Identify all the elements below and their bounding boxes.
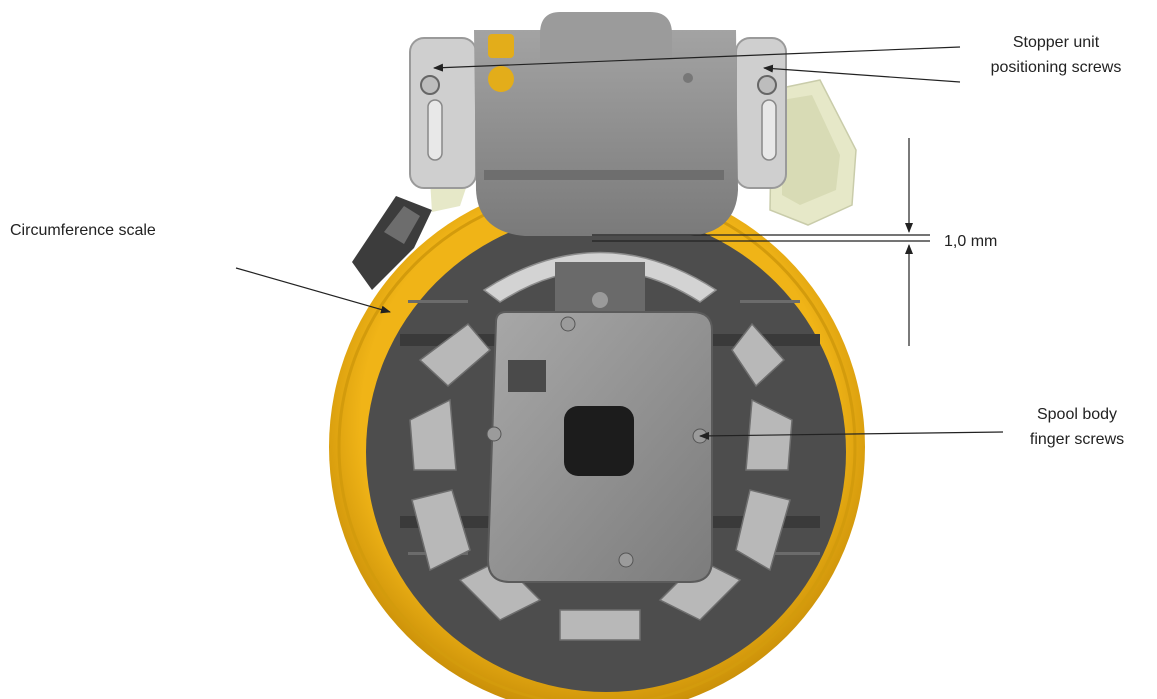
stopper-right-leader xyxy=(763,64,961,83)
stopper-label-line2: positioning screws xyxy=(990,59,1122,76)
stopper-label-line1: Stopper unit xyxy=(1012,34,1100,51)
stopper-unit-label: Stopper unit positioning screws xyxy=(968,30,1144,80)
spool-body-label: Spool body finger screws xyxy=(1012,402,1142,452)
spool-body xyxy=(486,311,713,583)
side-bracket xyxy=(769,79,857,226)
spool-leader xyxy=(699,431,1004,440)
spool-label-line1: Spool body xyxy=(1036,406,1118,423)
spool-label-line2: finger screws xyxy=(1029,431,1125,448)
annotation-lines xyxy=(235,46,1004,440)
spool-fingers xyxy=(409,322,793,641)
circumference-leader xyxy=(235,267,391,314)
gap-measurement-label: 1,0 mm xyxy=(944,233,998,250)
stopper-left-leader xyxy=(433,46,961,72)
stopper-shoe xyxy=(482,251,718,317)
circumference-scale-label: Circumference scale xyxy=(10,222,156,239)
stopper-unit xyxy=(409,12,787,236)
